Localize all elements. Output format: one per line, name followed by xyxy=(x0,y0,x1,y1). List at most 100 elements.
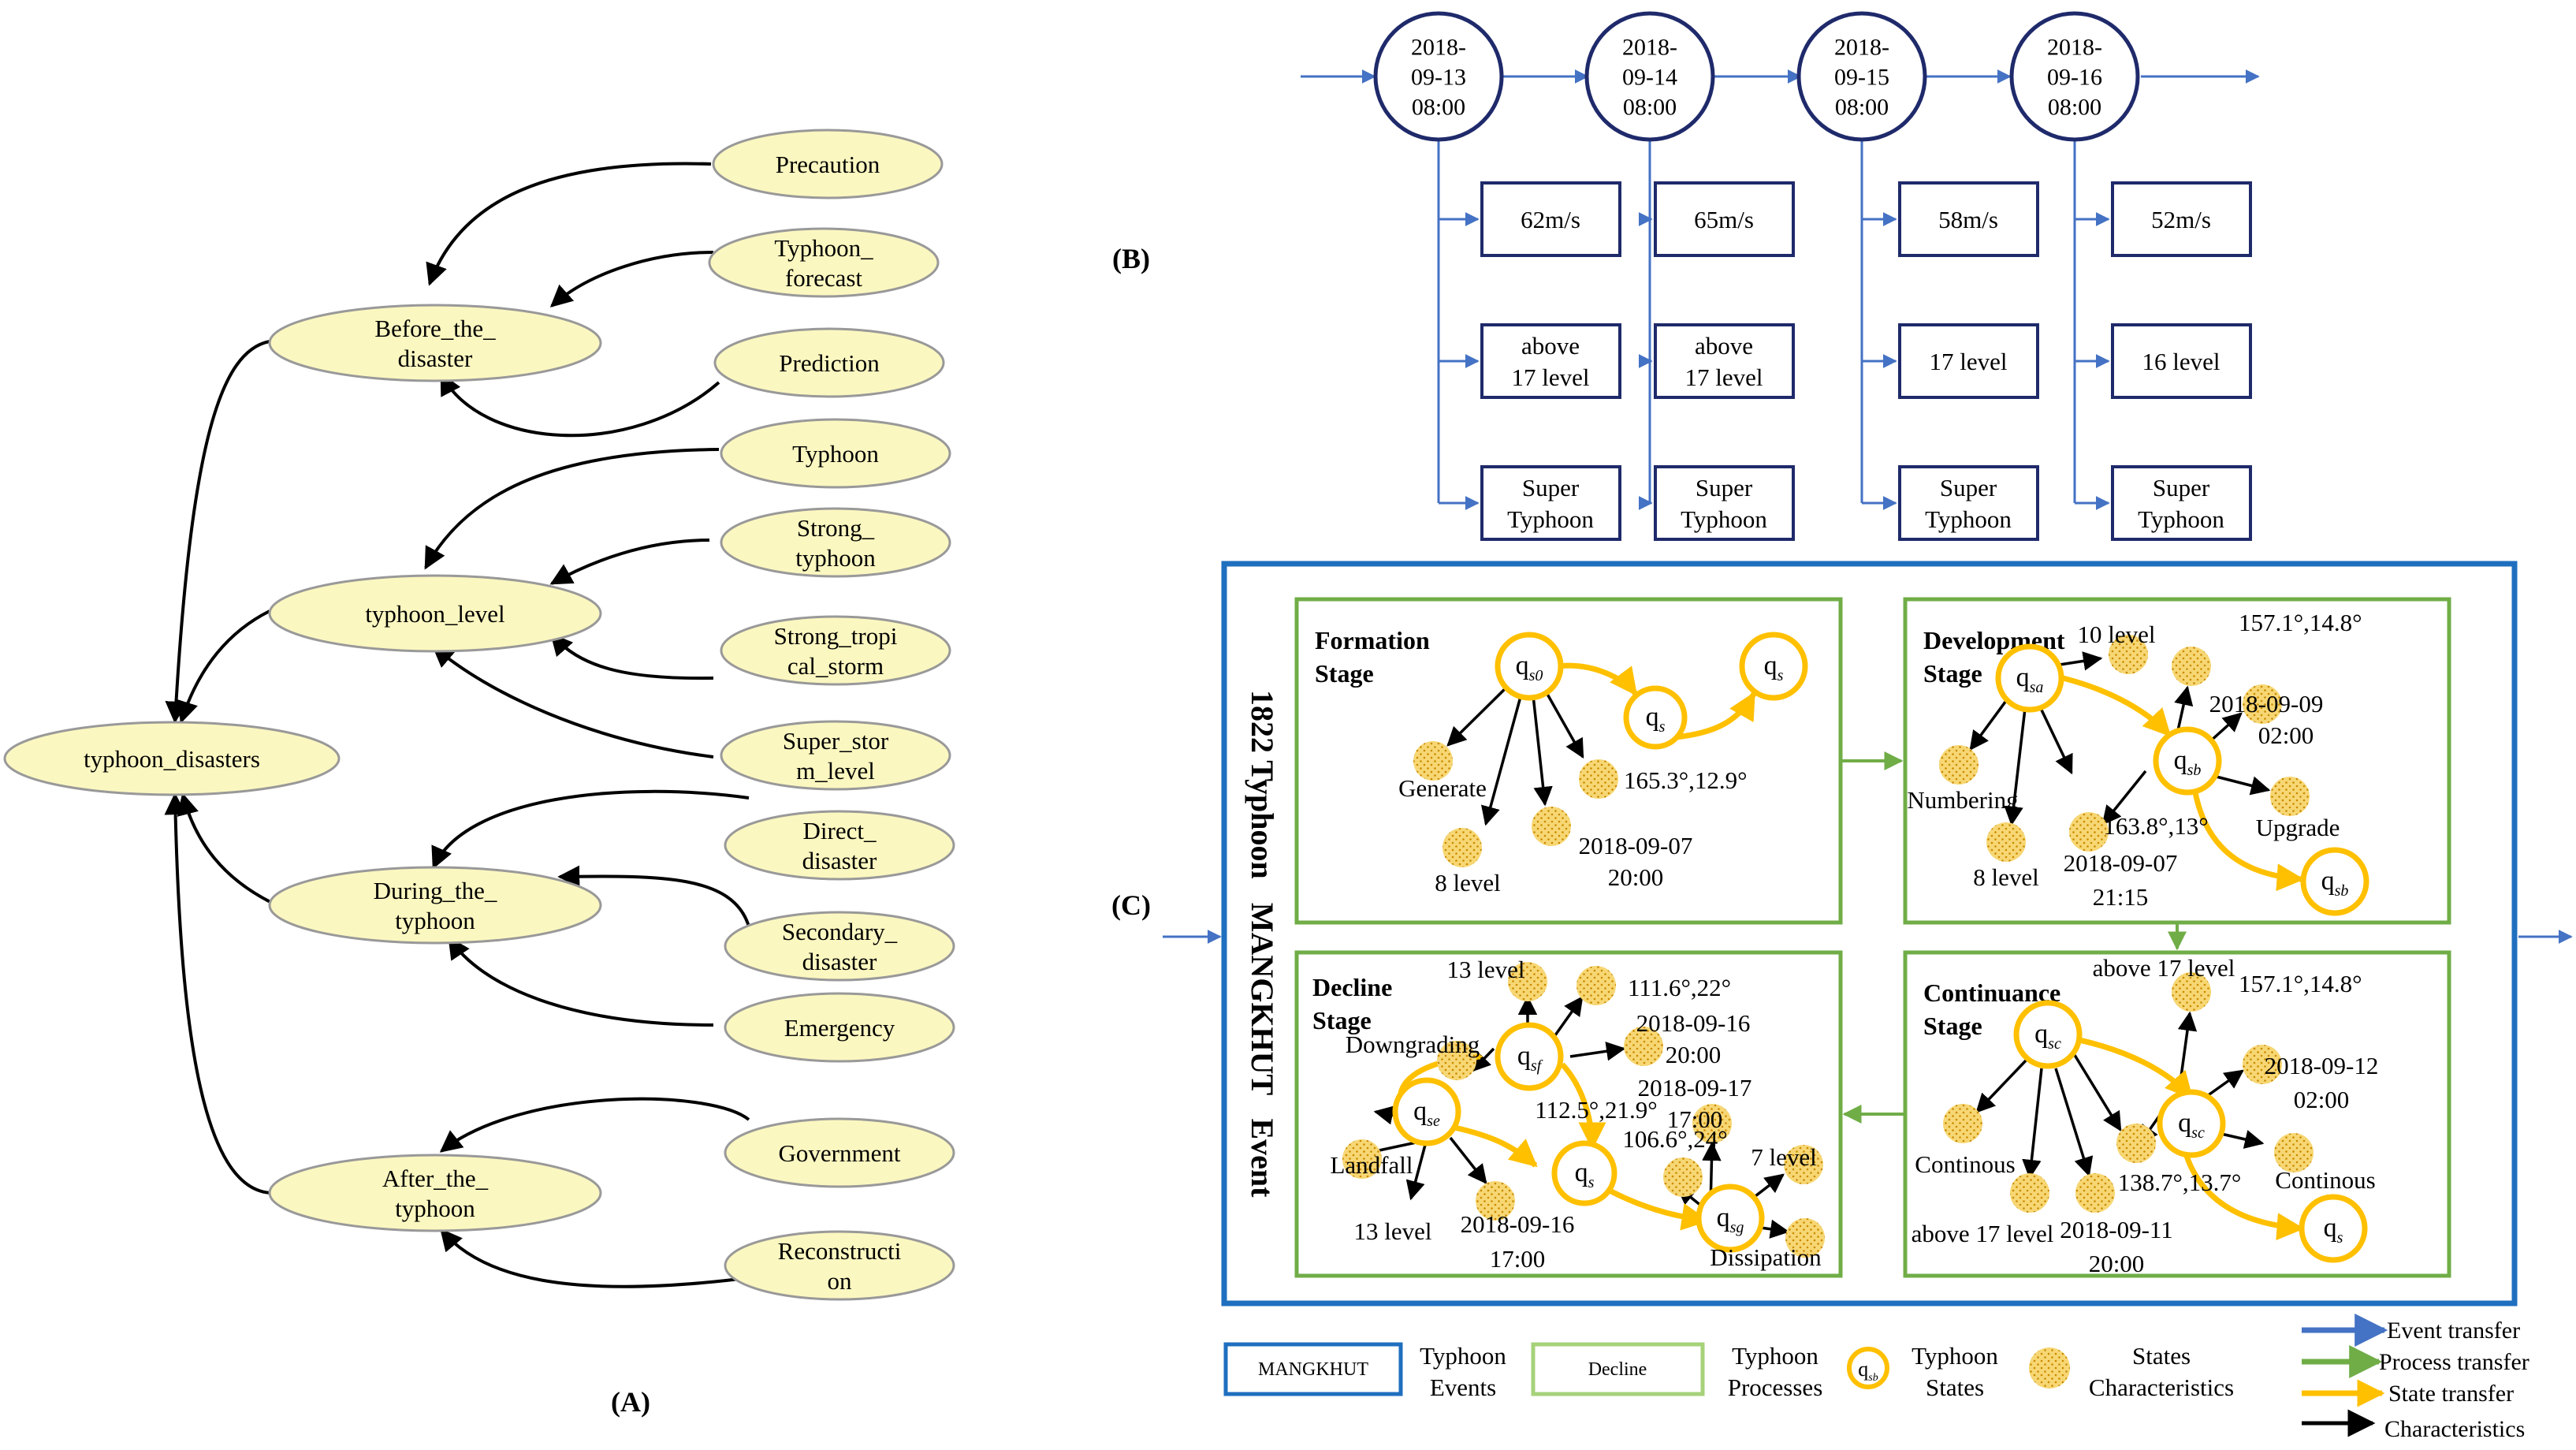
arrow-x5 xyxy=(1373,1105,1396,1125)
state-c2 xyxy=(2182,1150,2305,1241)
formation-state-1: qs0 xyxy=(1495,632,1564,701)
node-precaution-line-1: Precaution xyxy=(776,151,880,178)
node-after-line-2: typhoon xyxy=(395,1195,475,1222)
decline-characteristic-2 xyxy=(1576,966,1616,1005)
timeline-category-box-1 xyxy=(1480,465,1621,541)
legend-state-text-2: States xyxy=(1926,1374,1984,1401)
timeline-level-box-1 xyxy=(1480,323,1621,399)
formation-state-1-sub: s0 xyxy=(1529,667,1543,684)
edge-forecast-before xyxy=(549,251,714,308)
timeline-level-box-3 xyxy=(1898,323,2039,399)
decline-label-11: Landfall xyxy=(1330,1151,1413,1179)
decline-state-1: qsf xyxy=(1495,1022,1564,1091)
timeline-level-box-4 xyxy=(2111,323,2252,399)
node-before-line-2: disaster xyxy=(398,345,473,372)
continuance-state-1: qsc xyxy=(2013,1000,2083,1069)
continuance-state-3: qs xyxy=(2299,1194,2368,1263)
timeline-date-2-line-2: 09-14 xyxy=(1622,65,1677,91)
continuance-state-3-sub: s xyxy=(2337,1229,2343,1247)
arrow-d1 xyxy=(1969,694,2012,751)
node-direct-disaster: Direct_disaster xyxy=(724,810,955,881)
legend-process-transfer-label: Process transfer xyxy=(2379,1349,2529,1375)
development-label-3: 2018-09-09 xyxy=(2209,690,2324,718)
formation-label-3: 165.3°,12.9° xyxy=(1624,766,1748,794)
decline-characteristic-3 xyxy=(1624,1027,1663,1066)
formation-state-2: qs xyxy=(1623,685,1688,750)
development-state-2-base: q xyxy=(2174,746,2187,775)
edge-level-root xyxy=(177,609,270,724)
timeline-category-3-line-1: Super xyxy=(1940,474,1997,501)
node-during-line-2: typhoon xyxy=(395,907,475,934)
node-strong-typhoon-line-1: Strong_ xyxy=(797,514,875,542)
state-x4 xyxy=(1608,1187,1710,1231)
arrow-f2 xyxy=(1480,693,1523,826)
node-during: During_the_typhoon xyxy=(268,866,602,945)
timeline-category-1-line-1: Super xyxy=(1522,474,1580,501)
panel-a-concept-tree: typhoon_disastersBefore_the_disasterPrec… xyxy=(3,129,955,1301)
timeline-category-1-line-2: Typhoon xyxy=(1507,505,1594,533)
continuance-label-4: 02:00 xyxy=(2294,1086,2350,1113)
continuance-label-8: above 17 level xyxy=(1912,1220,2054,1247)
decline-state-1-base: q xyxy=(1517,1042,1531,1071)
decline-state-1-label: qsf xyxy=(1517,1042,1543,1075)
decline-label-14: 17:00 xyxy=(1490,1245,1546,1273)
timeline-level-2-line-2: 17 level xyxy=(1685,363,1763,391)
edge-before-root xyxy=(165,340,270,724)
continuance-label-9: 2018-09-11 xyxy=(2060,1216,2173,1243)
legend-state-symbol-label: qsb xyxy=(1858,1358,1878,1384)
arrow-x2 xyxy=(1550,996,1584,1042)
development-state-3-sub: sb xyxy=(2335,882,2349,900)
node-secondary-disaster: Secondary_disaster xyxy=(724,911,955,982)
arrow-c4 xyxy=(2069,1048,2122,1132)
continuance-characteristic-2 xyxy=(2010,1173,2049,1213)
node-strong-typhoon-shape xyxy=(720,507,951,578)
node-emergency-shape xyxy=(724,992,955,1063)
continuance-characteristic-6 xyxy=(2243,1045,2282,1084)
node-typhoon-disasters-shape xyxy=(3,721,341,796)
formation-state-1-label: qs0 xyxy=(1516,651,1543,684)
node-super-storm-level-line-2: m_level xyxy=(796,757,875,785)
decline-stage-box xyxy=(1294,950,1843,1278)
formation-state-2-ring xyxy=(1623,685,1688,750)
edge-government-after xyxy=(439,1097,750,1153)
legend-characteristics-label: Characteristics xyxy=(2384,1416,2525,1442)
development-state-2-label: qsb xyxy=(2174,746,2202,779)
continuance-stage-title-line-2: Stage xyxy=(1923,1012,1982,1040)
arrow-x3 xyxy=(1569,1042,1626,1061)
development-characteristic-7 xyxy=(2270,777,2310,816)
development-label-9: 2018-09-07 xyxy=(2064,849,2178,877)
decline-state-3: qs xyxy=(1551,1140,1617,1206)
formation-state-3-sub: s xyxy=(1778,667,1784,684)
state-x3 xyxy=(1454,1124,1538,1168)
node-strong-tropical-storm-line-2: cal_storm xyxy=(787,652,884,680)
node-reconstruction-shape xyxy=(724,1230,955,1301)
timeline-category-3-line-2: Typhoon xyxy=(1925,505,2012,533)
development-label-8: 8 level xyxy=(1973,863,2039,891)
decline-label-2: 111.6°,22° xyxy=(1628,974,1731,1001)
decline-state-2: qse xyxy=(1392,1077,1461,1146)
edge-precaution-before xyxy=(426,162,712,286)
continuance-state-1-label: qsc xyxy=(2034,1019,2061,1053)
decline-characteristic-5 xyxy=(1476,1181,1515,1221)
decline-characteristic-10 xyxy=(1785,1218,1825,1258)
timeline-date-2-line-1: 2018- xyxy=(1622,35,1677,61)
panel-a-nodes: typhoon_disastersBefore_the_disasterPrec… xyxy=(3,129,955,1301)
timeline-wind-2-line-1: 65m/s xyxy=(1694,206,1754,233)
node-after: After_the_typhoon xyxy=(268,1154,602,1232)
development-state-3-base: q xyxy=(2321,867,2335,896)
development-label-4: 02:00 xyxy=(2258,721,2314,749)
formation-characteristic-3 xyxy=(1532,807,1571,846)
timeline-wind-3-line-1: 58m/s xyxy=(1938,206,1998,233)
decline-label-9: 106.6°,24° xyxy=(1622,1125,1727,1153)
development-characteristic-4 xyxy=(2109,635,2148,674)
decline-state-3-base: q xyxy=(1575,1158,1588,1187)
continuance-state-3-label: qs xyxy=(2324,1213,2343,1247)
decline-label-8: 17:00 xyxy=(1667,1105,1723,1133)
decline-characteristic-1 xyxy=(1508,962,1547,1001)
decline-state-3-sub: s xyxy=(1588,1174,1595,1191)
